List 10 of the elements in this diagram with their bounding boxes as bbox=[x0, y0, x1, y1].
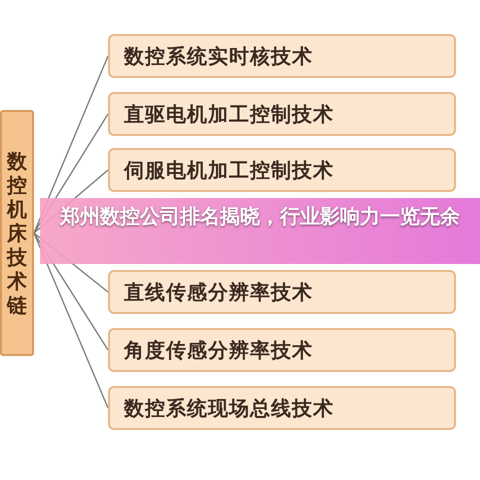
technology-box: 数控系统现场总线技术 bbox=[108, 386, 456, 430]
technology-box: 角度传感分辨率技术 bbox=[108, 328, 456, 372]
technology-box: 直线传感分辨率技术 bbox=[108, 270, 456, 314]
technology-box: 伺服电机加工控制技术 bbox=[108, 148, 456, 192]
technology-box: 直驱电机加工控制技术 bbox=[108, 92, 456, 136]
title-banner: 郑州数控公司排名揭晓，行业影响力一览无余 bbox=[40, 198, 480, 264]
connector-line bbox=[33, 56, 109, 234]
category-box: 数控机床技术链 bbox=[0, 110, 34, 356]
technology-box: 数控系统实时核技术 bbox=[108, 34, 456, 78]
connector-line bbox=[33, 232, 109, 408]
